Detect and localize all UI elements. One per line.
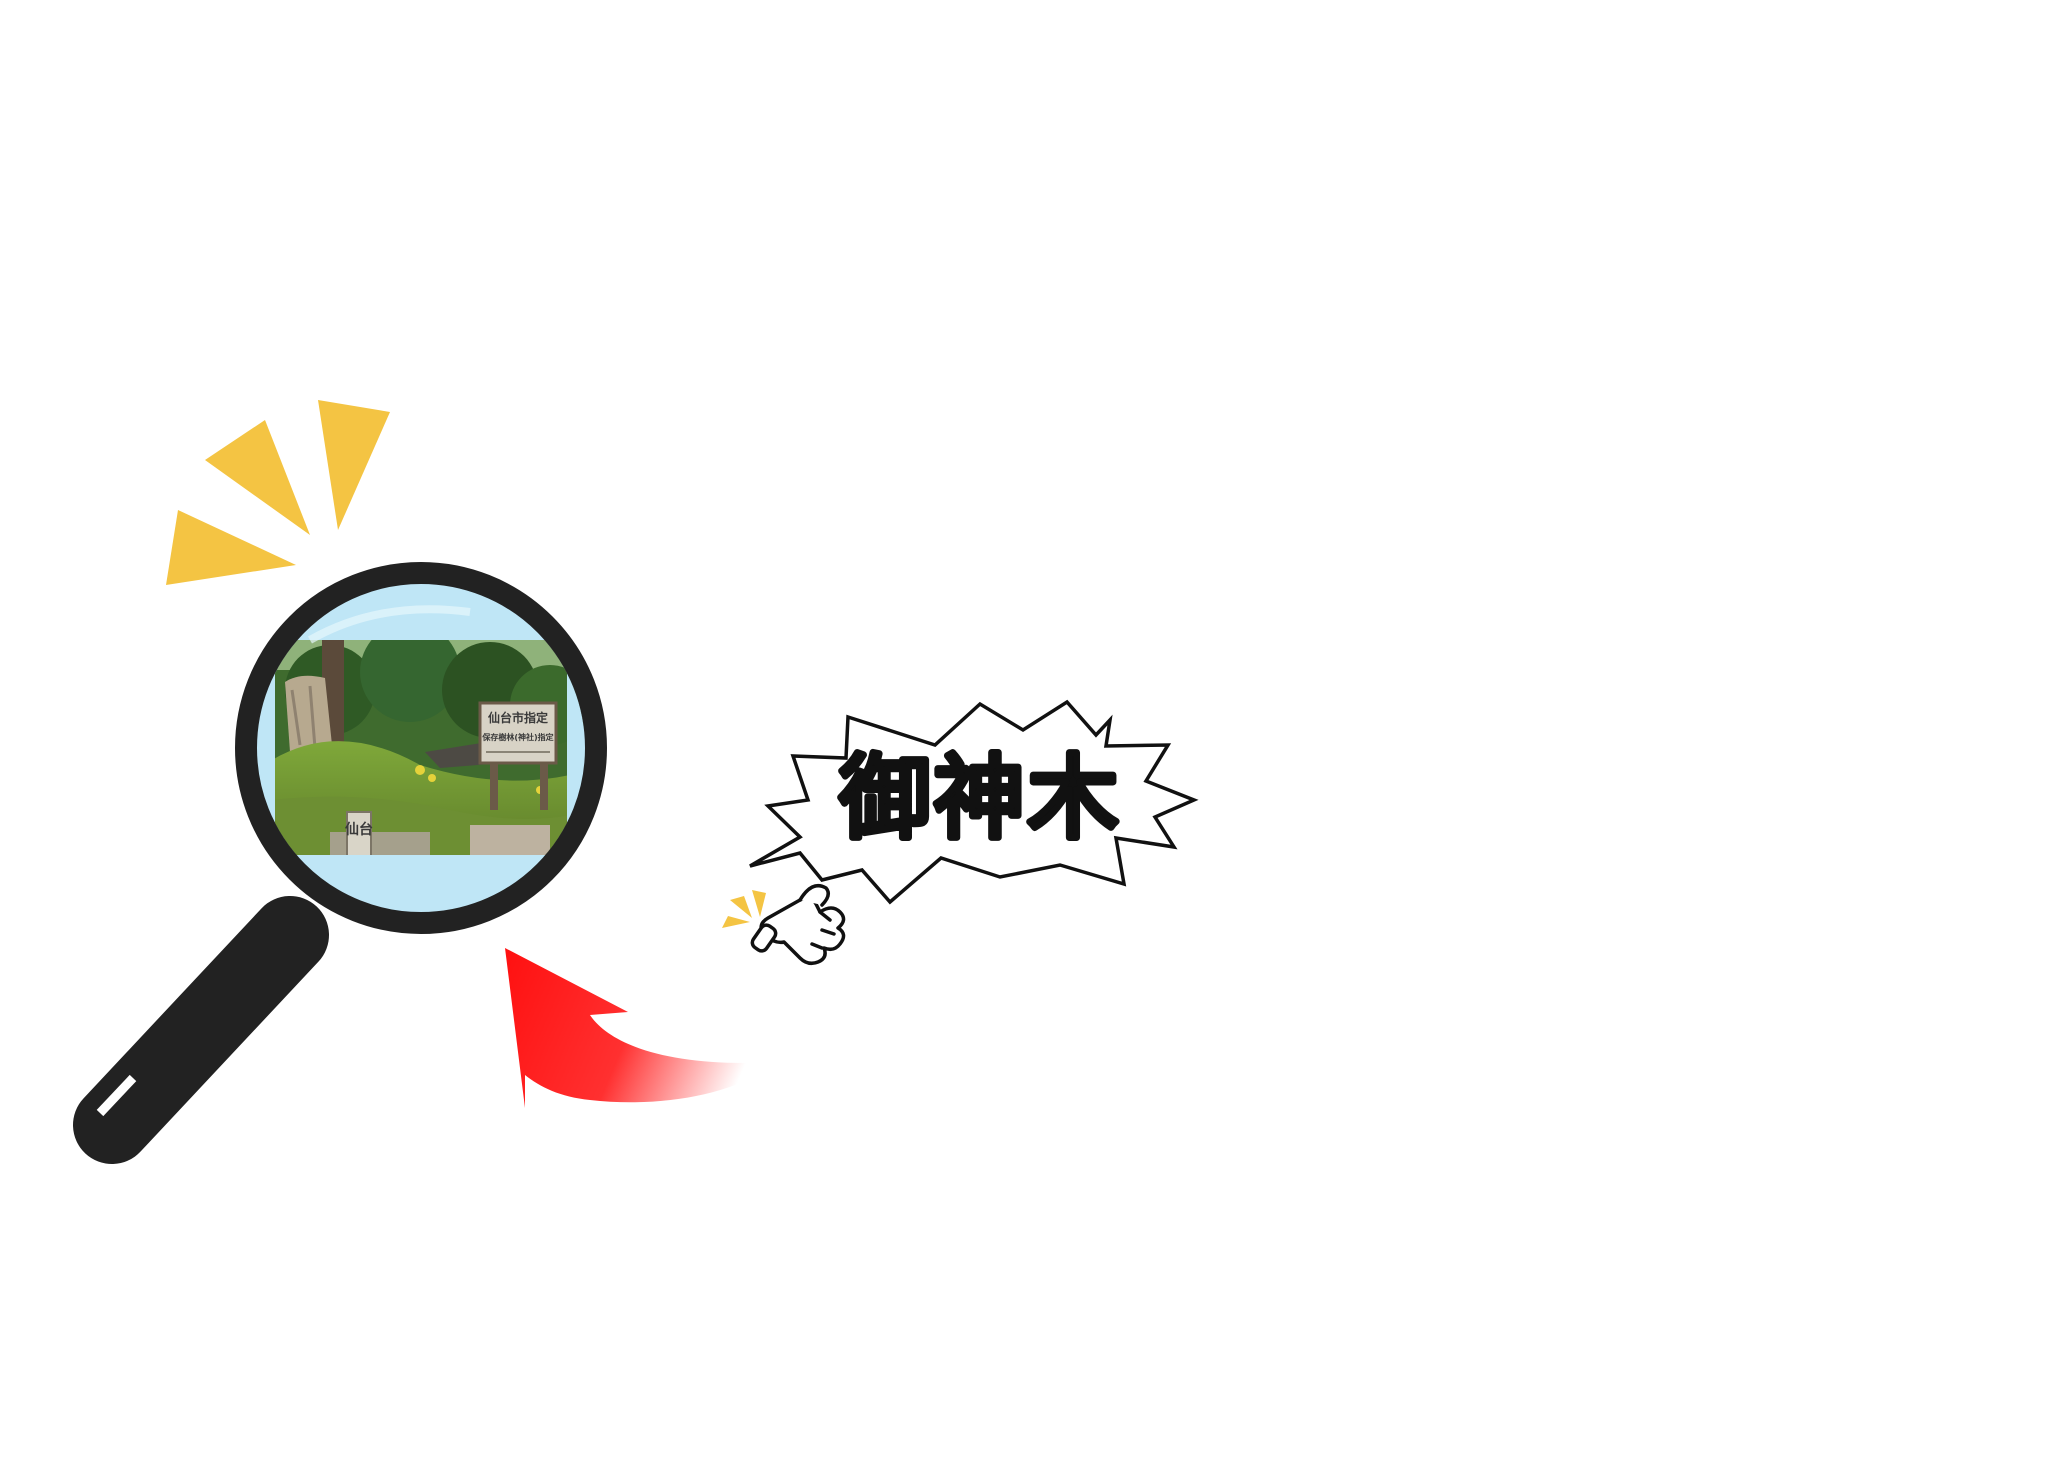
photo-post: 仙台 — [345, 811, 373, 858]
pointing-hand-icon — [750, 884, 846, 966]
callout-text: 御神木 — [838, 745, 1121, 852]
curved-arrow-icon — [505, 948, 778, 1108]
lens-photo: 仙台市指定 保存樹林(神社)指定 仙台 — [257, 584, 585, 912]
post-label: 仙台 — [345, 821, 373, 838]
sign-line-2: 保存樹林(神社)指定 — [481, 732, 553, 742]
lens-frame — [235, 562, 607, 934]
photo-signboard: 仙台市指定 保存樹林(神社)指定 — [478, 701, 558, 810]
emphasis-lines-icon — [166, 400, 390, 585]
callout-burst: 御神木 — [749, 699, 1199, 905]
lens-sheen — [308, 605, 471, 644]
magnifier-handle — [73, 896, 329, 1164]
small-emphasis-lines-icon — [722, 890, 766, 928]
sign-line-1: 仙台市指定 — [488, 710, 548, 725]
magnifying-glass-icon: 仙台市指定 保存樹林(神社)指定 仙台 — [73, 562, 607, 1164]
